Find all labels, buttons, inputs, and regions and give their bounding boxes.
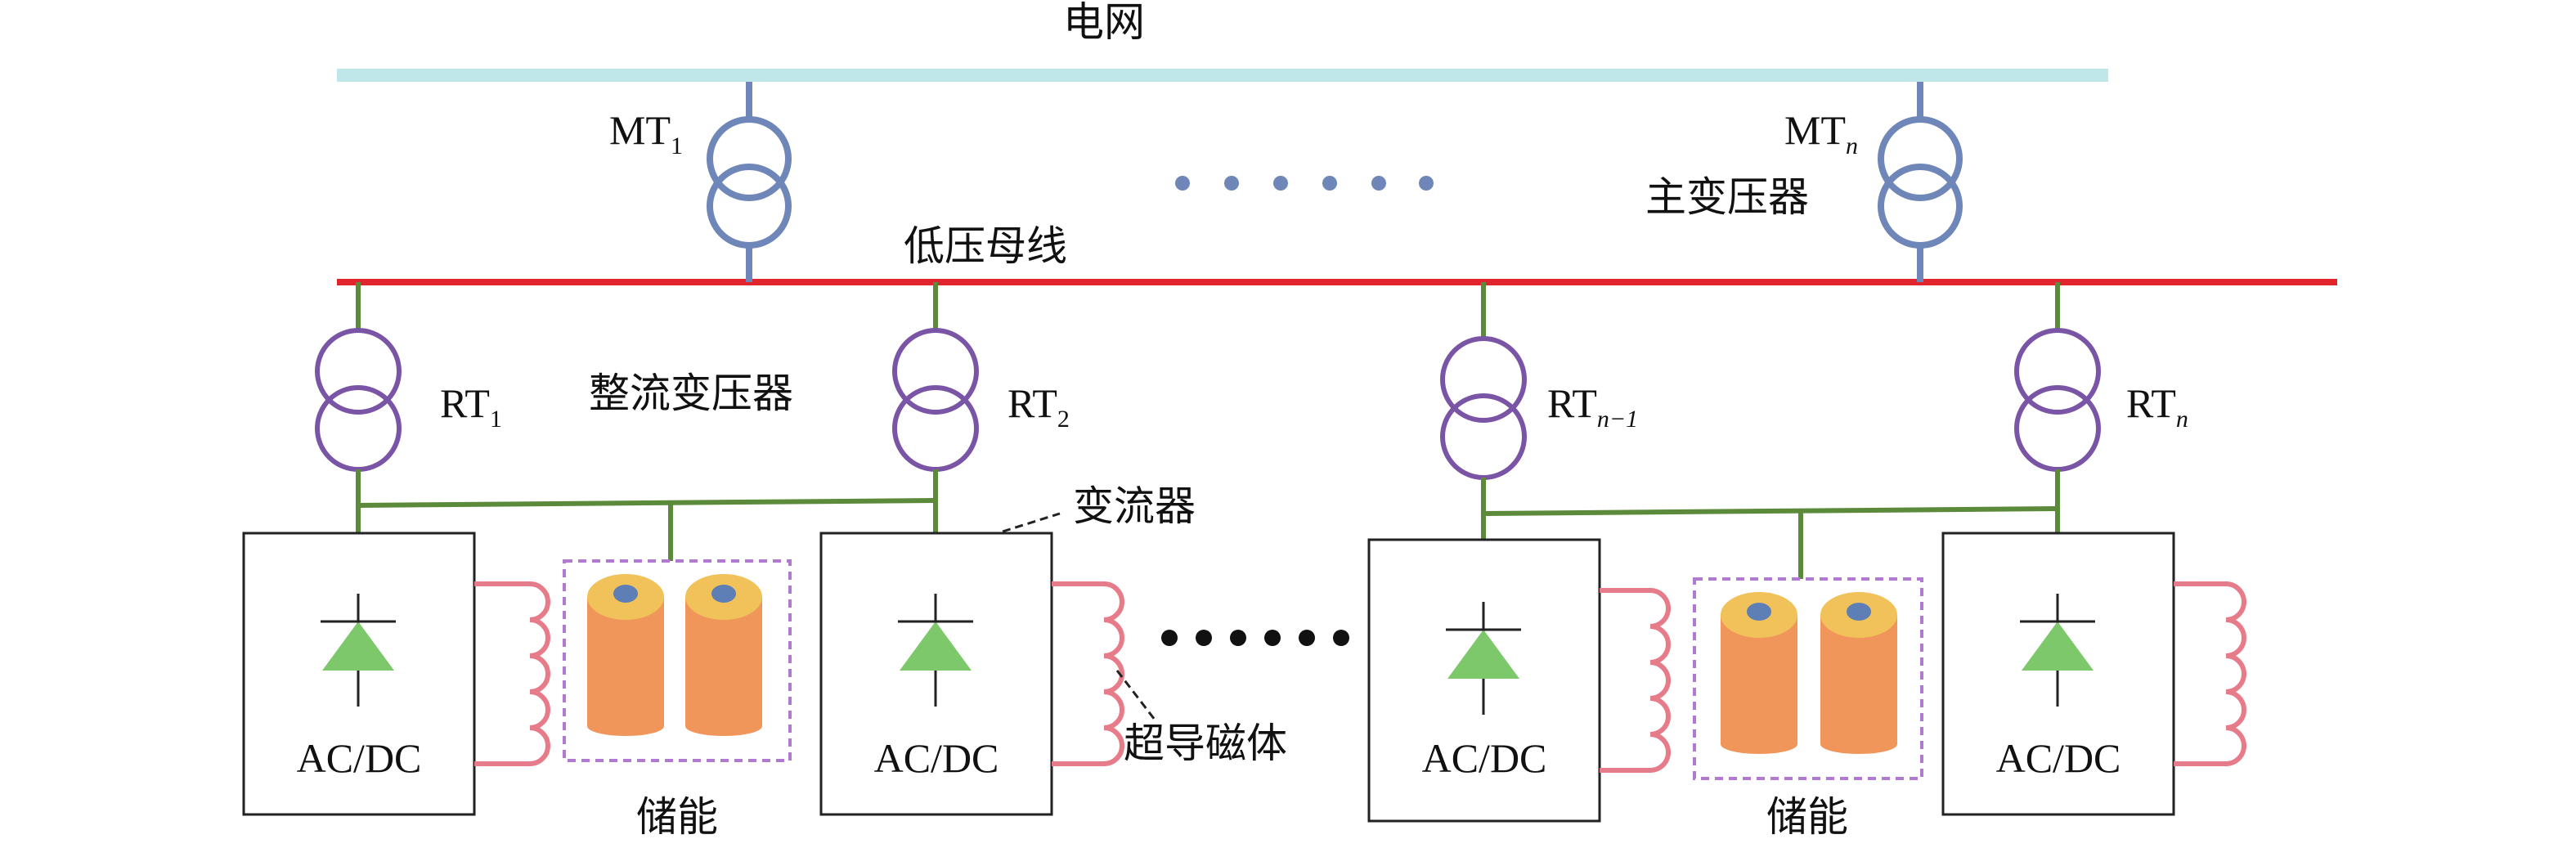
rectifier-transformer-2: [892, 282, 979, 533]
main-transformer-label: 主变压器: [1645, 174, 1809, 220]
main-ellipsis-dots: [1175, 176, 1434, 191]
converter-2: AC/DC: [819, 532, 1053, 816]
main-transformer-1: [707, 82, 792, 282]
magnet-leader: [1115, 670, 1156, 720]
low-voltage-bus-label: 低压母线: [904, 223, 1067, 269]
converter-3: AC/DC: [1367, 538, 1601, 823]
rt-n-1-label: RTn−1: [1547, 380, 1638, 433]
capacitor-1: [587, 574, 664, 736]
converter-4: AC/DC: [1941, 532, 2175, 816]
mt1-label: MT1: [609, 107, 683, 159]
capacitor-3: [1721, 592, 1797, 754]
converter-4-label: AC/DC: [1996, 735, 2121, 781]
mtn-label: MTn: [1784, 107, 1858, 159]
magnet-coil-3: [1600, 588, 1671, 773]
storage-group-right: [1693, 577, 1923, 780]
feeder-link-right: [1483, 506, 2058, 516]
feeder-link-left: [357, 498, 936, 508]
converter-2-label: AC/DC: [874, 735, 999, 781]
main-transformer-n: [1878, 82, 1963, 282]
rectifier-transformer-n: [2014, 282, 2101, 533]
magnet-coil-1: [474, 581, 550, 766]
converter-3-label: AC/DC: [1422, 735, 1547, 781]
storage-group-left: [563, 559, 792, 762]
rectifier-transformer-n-1: [1440, 282, 1527, 540]
group-ellipsis-dots: [1161, 630, 1349, 646]
capacitor-2: [685, 574, 762, 736]
converter-leader: [1002, 512, 1061, 533]
rectifier-transformer-label: 整流变压器: [589, 370, 793, 416]
grid-bus: [337, 69, 2108, 82]
magnet-coil-2: [1052, 581, 1124, 766]
converter-1: AC/DC: [242, 532, 476, 816]
magnet-coil-4: [2174, 581, 2246, 766]
storage-label-left: 储能: [636, 794, 718, 840]
converter-label: 变流器: [1073, 483, 1196, 529]
rectifier-transformer-1: [315, 282, 402, 533]
rt1-label: RT1: [440, 380, 502, 433]
rtn-label: RTn: [2126, 380, 2188, 433]
superconducting-magnet-label: 超导磁体: [1124, 720, 1287, 766]
grid-label: 电网: [1063, 0, 1145, 45]
converter-1-label: AC/DC: [297, 735, 422, 781]
rt2-label: RT2: [1008, 380, 1070, 433]
capacitor-4: [1820, 592, 1897, 754]
storage-label-right: 储能: [1766, 794, 1848, 840]
